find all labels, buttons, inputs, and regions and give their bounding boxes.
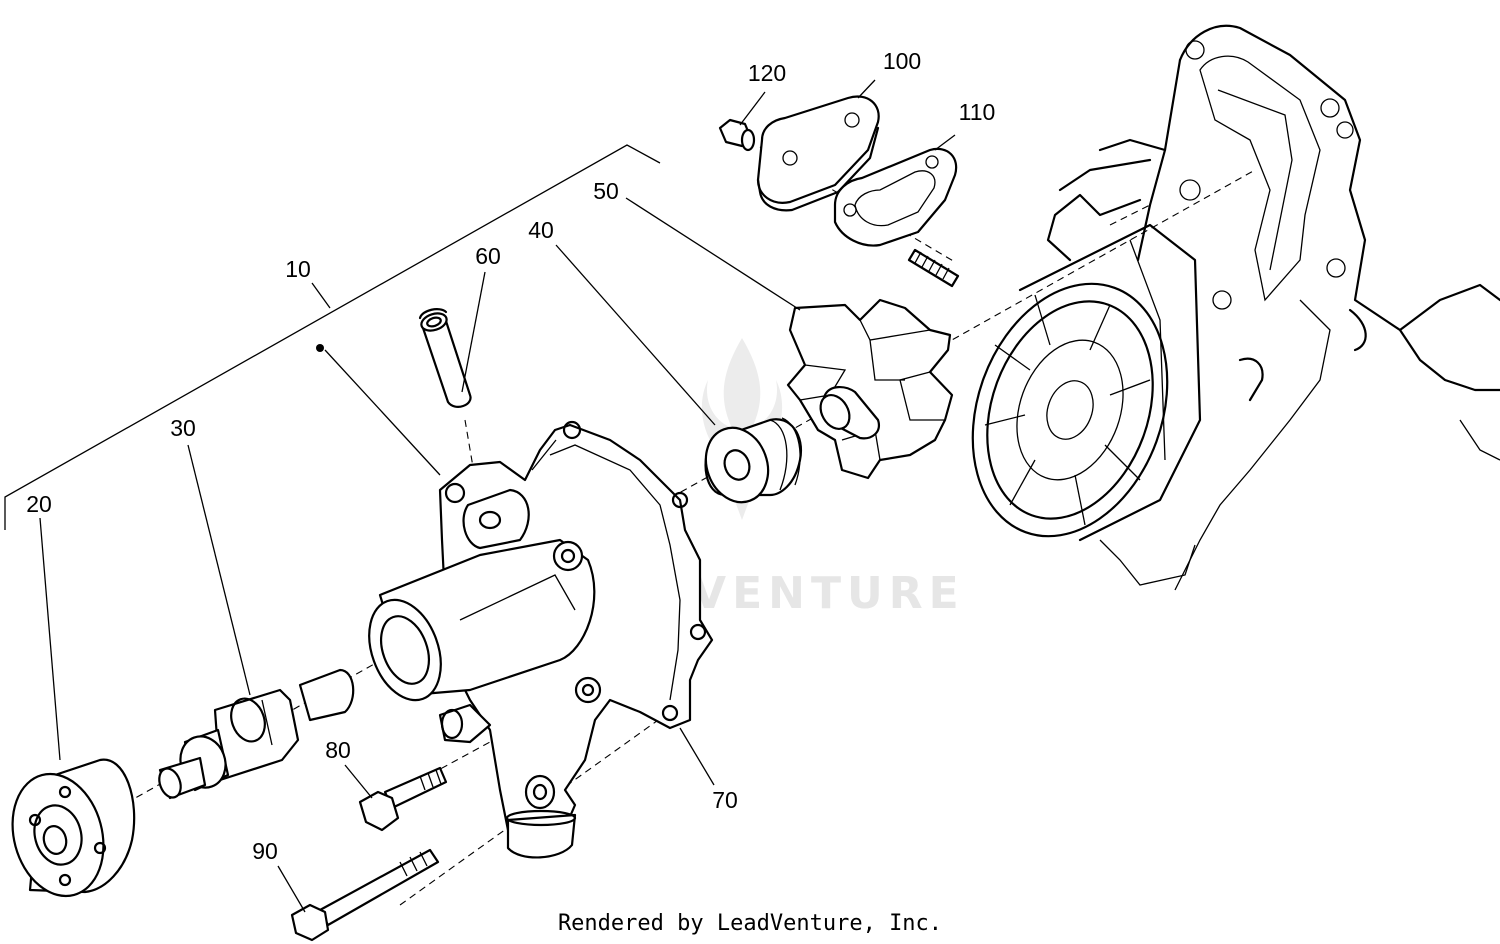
callout-20: 20 xyxy=(26,491,52,517)
callout-70: 70 xyxy=(712,787,738,813)
callout-60: 60 xyxy=(475,243,501,269)
part-80-bolt xyxy=(358,766,448,832)
engine-block xyxy=(971,24,1500,591)
part-120-nut xyxy=(718,118,756,152)
callout-100: 100 xyxy=(883,48,921,74)
credit-text: Rendered by LeadVenture, Inc. xyxy=(558,911,942,936)
part-40-seal xyxy=(704,417,803,504)
part-50-impeller xyxy=(786,298,954,480)
callout-50: 50 xyxy=(593,178,619,204)
callout-40: 40 xyxy=(528,217,554,243)
assembly-bracket xyxy=(4,144,661,530)
part-30-shaft-bearing xyxy=(158,668,355,800)
callouts: 10 20 30 40 50 60 70 80 90 100 110 120 xyxy=(26,48,995,864)
part-70-pump-housing xyxy=(368,420,714,859)
callout-110: 110 xyxy=(959,99,996,125)
callout-120: 120 xyxy=(748,60,786,86)
assembly-dot xyxy=(316,344,324,352)
callout-10: 10 xyxy=(285,256,311,282)
part-20-pulley-hub xyxy=(11,758,136,898)
callout-90: 90 xyxy=(252,838,278,864)
stud xyxy=(907,248,960,288)
callout-80: 80 xyxy=(325,737,351,763)
part-90-bolt xyxy=(290,848,440,942)
callout-30: 30 xyxy=(170,415,196,441)
part-100-cover-plate xyxy=(756,95,880,212)
part-110-gasket xyxy=(833,147,958,247)
part-60-pipe xyxy=(418,308,472,408)
leader-lines xyxy=(39,79,956,913)
